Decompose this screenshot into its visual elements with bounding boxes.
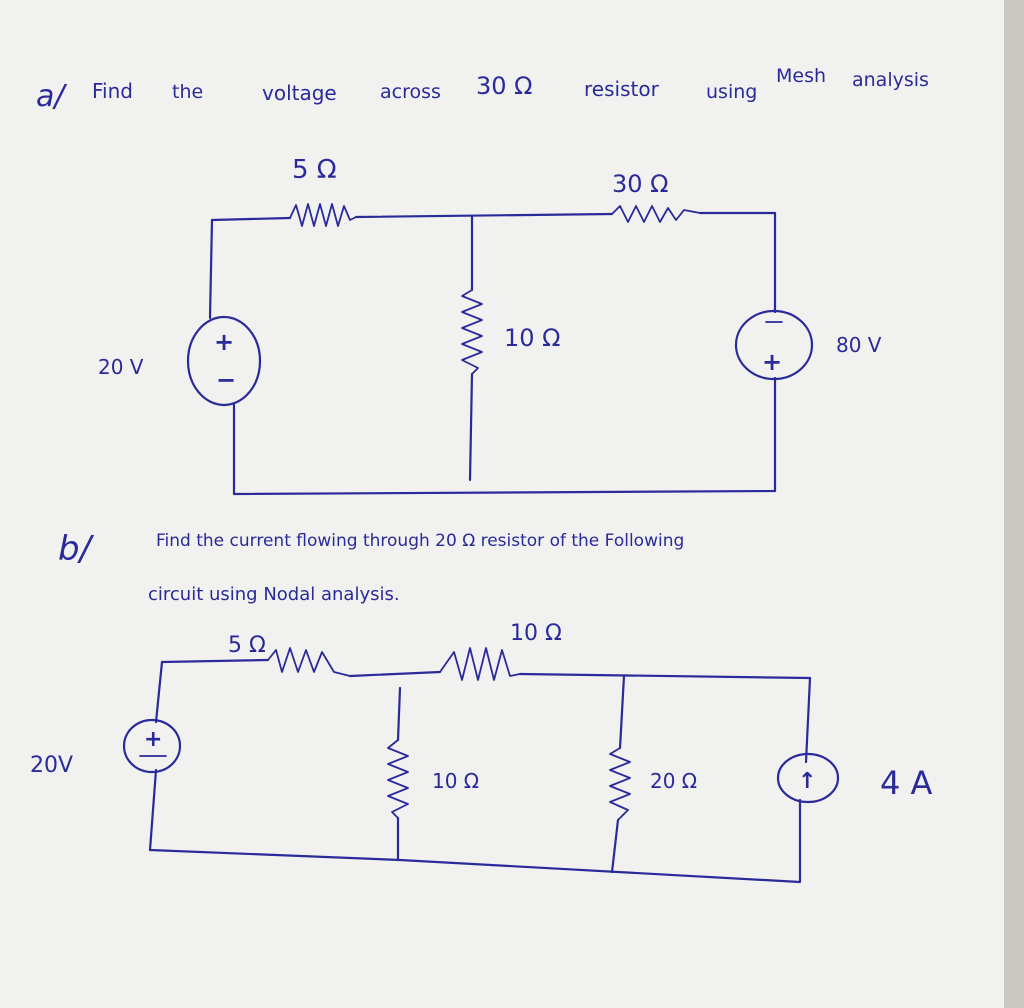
- part-a-question-word: across: [380, 81, 441, 103]
- resistor-30-ohm: [611, 205, 701, 223]
- source-20v-plus-sign: +: [214, 328, 234, 356]
- source-80v-plus-sign: +: [762, 348, 782, 376]
- part-a-question-word: using: [706, 81, 757, 103]
- wire: [210, 216, 292, 222]
- resistor-b-5-ohm: [267, 647, 351, 677]
- wire: [154, 660, 164, 724]
- resistor-b-20-ohm: [609, 747, 631, 821]
- resistor-30-ohm-label: 30 Ω: [612, 170, 669, 198]
- resistor-b-10-ohm-series-label: 10 Ω: [510, 621, 562, 646]
- source-b-20v-label: 20V: [30, 753, 73, 778]
- part-b-question-line-1: Find the current flowing through 20 Ω re…: [156, 531, 684, 551]
- part-a-question-word: 30 Ω: [476, 72, 533, 100]
- wire: [468, 372, 474, 482]
- wire: [518, 672, 812, 764]
- wire: [698, 211, 777, 314]
- resistor-b-10-ohm-series: [439, 647, 521, 681]
- wire: [618, 674, 626, 750]
- paper-edge: [1004, 0, 1024, 1008]
- part-a-question-word: analysis: [852, 69, 929, 91]
- resistor-10-ohm: [461, 289, 483, 375]
- part-a-label: a/: [36, 79, 67, 114]
- resistor-b-20-ohm-label: 20 Ω: [650, 769, 697, 793]
- current-source-4a-label: 4 A: [880, 764, 933, 802]
- part-a-question-word: voltage: [262, 81, 337, 105]
- wire: [160, 658, 270, 664]
- voltage-source-20v: [186, 315, 262, 407]
- resistor-10-ohm-label: 10 Ω: [504, 324, 561, 352]
- source-b-plus-sign: +: [144, 727, 162, 752]
- wire: [396, 686, 402, 742]
- part-b-question-line-2: circuit using Nodal analysis.: [148, 584, 400, 605]
- wire: [208, 218, 214, 320]
- current-source-4a: [776, 752, 840, 804]
- source-20v-label: 20 V: [98, 355, 144, 379]
- wire: [348, 670, 442, 678]
- source-20v-minus-sign: −: [216, 366, 236, 394]
- part-a-question-word: resistor: [584, 77, 660, 101]
- resistor-5-ohm-label: 5 Ω: [292, 155, 337, 185]
- wire: [354, 212, 614, 219]
- part-a-question-word: Find: [92, 79, 133, 103]
- resistor-b-5-ohm-label: 5 Ω: [228, 633, 266, 658]
- part-b-label: b/: [58, 529, 95, 569]
- current-source-arrow-icon: ↑: [798, 769, 816, 794]
- part-a-question-word: the: [172, 81, 203, 103]
- source-80v-label: 80 V: [836, 333, 882, 357]
- wire: [610, 818, 620, 874]
- wire: [232, 376, 777, 496]
- resistor-b-10-ohm-shunt-label: 10 Ω: [432, 769, 479, 793]
- voltage-source-80v: [734, 309, 814, 381]
- voltage-source-b-20v: [122, 718, 182, 774]
- wire: [148, 768, 802, 884]
- resistor-b-10-ohm-shunt: [387, 739, 409, 819]
- part-a-question-word: Mesh: [776, 65, 826, 87]
- resistor-5-ohm: [289, 203, 357, 227]
